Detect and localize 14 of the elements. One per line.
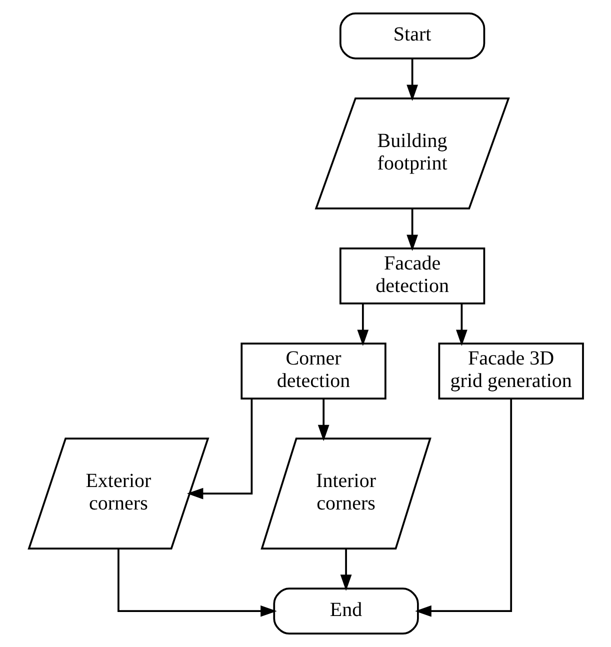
arrow — [406, 208, 418, 252]
node-box: End — [272, 588, 418, 635]
arrow — [456, 304, 467, 346]
node-box: Corner detection — [240, 342, 386, 400]
arrow — [414, 398, 512, 617]
arrow — [117, 548, 276, 617]
arrow — [186, 398, 252, 500]
arrow — [406, 58, 418, 101]
node-box: Facade detection — [338, 248, 485, 304]
node-box: Facade 3D grid generation — [438, 342, 584, 400]
arrow — [340, 548, 352, 591]
node-box: Start — [338, 12, 485, 60]
arrow — [317, 398, 329, 442]
arrow — [356, 304, 368, 346]
